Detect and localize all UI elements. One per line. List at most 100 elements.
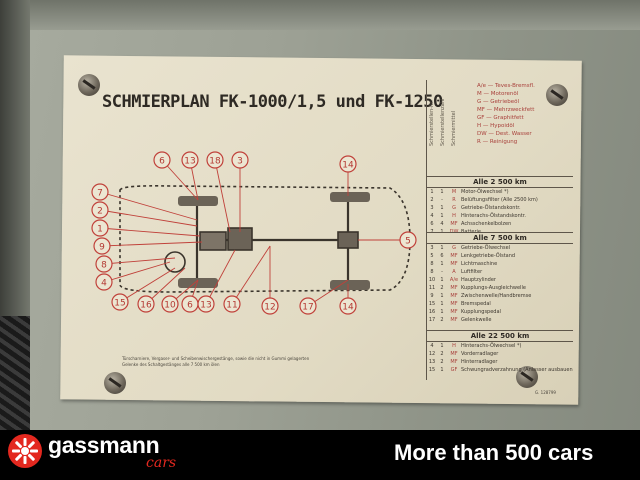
table-cell: 2	[440, 317, 444, 323]
callout-label: 13	[200, 301, 211, 311]
callout-circle	[339, 155, 357, 173]
interval-header: Alle 7 500 km	[427, 232, 573, 244]
table-cell: 1	[440, 343, 444, 349]
lubrication-table: Schmierstellen-Nr. Schmierstellenzahl Sc…	[426, 80, 573, 380]
table-cell: 1	[440, 301, 444, 307]
table-cell: 6	[430, 221, 434, 227]
callout-label: 18	[209, 157, 221, 167]
table-cell: MF	[450, 285, 458, 291]
table-cell: Kupplungspedal	[461, 309, 501, 315]
table-cell: MF	[450, 309, 458, 315]
dealer-banner	[0, 430, 640, 480]
callout-label: 15	[114, 299, 125, 309]
callout-leader	[103, 257, 176, 265]
table-cell: 1	[440, 293, 444, 299]
table-cell: 1	[430, 189, 434, 195]
table-cell: Hinterradlager	[461, 359, 498, 365]
callout-circle	[91, 201, 109, 219]
callout-label: 9	[99, 243, 105, 253]
rear-wheel-bottom	[330, 280, 370, 290]
table-cell: -	[441, 269, 443, 275]
table-cell: Bremspedal	[461, 301, 491, 307]
chassis-outline	[119, 185, 411, 293]
table-cell: 15	[428, 301, 436, 307]
vehicle-panel-edge	[0, 0, 640, 30]
logo-subtitle: cars	[146, 455, 177, 471]
table-cell: 10	[428, 277, 436, 283]
table-cell: 1	[440, 213, 444, 219]
callout-leader	[99, 191, 198, 221]
table-cell: Luftfilter	[461, 269, 483, 275]
legend-item: M — Motorenöl	[477, 91, 519, 97]
callout-circle	[91, 183, 109, 201]
table-cell: MF	[450, 359, 458, 365]
callout-label: 13	[184, 157, 195, 167]
legend-item: H — Hypoidöl	[477, 123, 515, 129]
col-header: Schmierstellen-Nr.	[429, 100, 435, 146]
callout-label: 6	[159, 157, 165, 167]
callout-leader	[161, 159, 199, 201]
table-cell: MF	[450, 293, 458, 299]
callout-leader	[205, 249, 236, 305]
callout-label: 10	[164, 301, 176, 311]
table-cell: 1	[440, 245, 444, 251]
table-cell: 3	[430, 245, 434, 251]
col-header: Schmierstellenzahl	[440, 98, 446, 146]
callout-leader	[214, 159, 231, 233]
table-cell: 5	[430, 253, 434, 259]
table-cell: 15	[428, 367, 436, 373]
engine	[199, 231, 227, 251]
table-cell: 13	[428, 359, 436, 365]
table-cell: 12	[428, 351, 436, 357]
table-cell: 1	[440, 367, 444, 373]
callout-leader	[231, 245, 271, 305]
table-cell: H	[452, 343, 456, 349]
callout-circle	[93, 237, 111, 255]
callout-circle	[206, 151, 224, 169]
table-cell: 4	[430, 213, 434, 219]
interval-header: Alle 2 500 km	[427, 176, 573, 188]
table-cell: Lichtmaschine	[461, 261, 498, 267]
interval-header: Alle 22 500 km	[427, 330, 573, 342]
table-cell: 16	[428, 309, 436, 315]
callout-leader	[99, 209, 198, 227]
callout-circle	[111, 293, 129, 311]
logo-wordmark: gassmann	[48, 432, 160, 458]
callout-circle	[153, 151, 171, 169]
callout-label: 5	[405, 237, 411, 247]
legend-item: MF — Mehrzweckfett	[477, 107, 535, 113]
table-cell: 4	[430, 343, 434, 349]
callout-label: 7	[97, 189, 103, 199]
callout-circle	[161, 295, 179, 313]
table-cell: 8	[430, 261, 434, 267]
table-cell: -	[441, 197, 443, 203]
table-cell: 11	[428, 285, 436, 291]
table-cell: Hauptzylinder	[461, 277, 496, 283]
legend-item: A/e — Teves-Bremsfl.	[477, 83, 535, 89]
front-wheel-bottom	[178, 278, 218, 288]
table-cell: 1	[440, 309, 444, 315]
callout-leader	[103, 261, 171, 283]
table-cell: 17	[428, 317, 436, 323]
callout-label: 14	[342, 303, 354, 313]
gassmann-logo-icon	[8, 434, 42, 468]
table-cell: MF	[450, 301, 458, 307]
table-cell: R	[452, 197, 456, 203]
legend-item: R — Reinigung	[477, 139, 518, 145]
